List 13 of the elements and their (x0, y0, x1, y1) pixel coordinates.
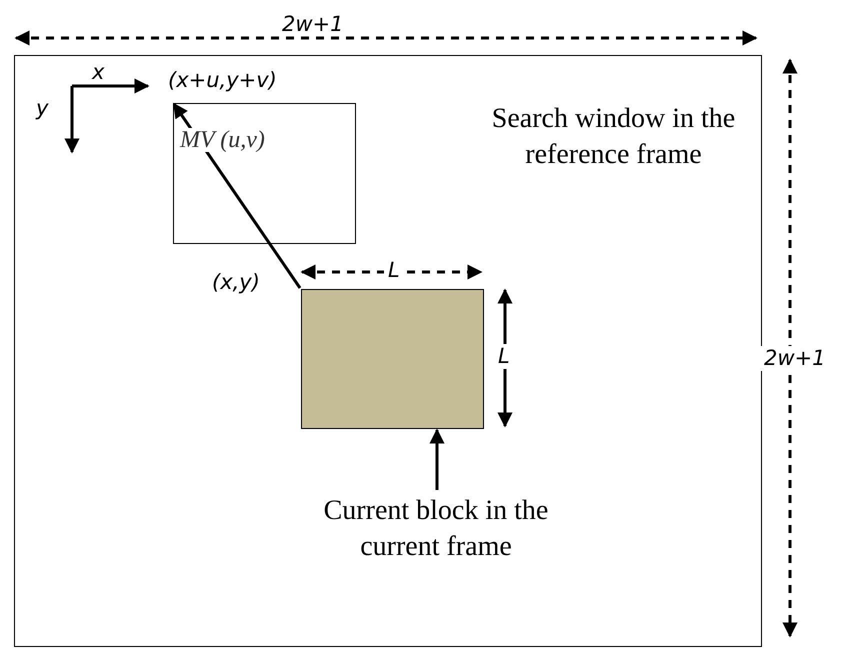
coordinate-label: (x+u,y+v) (168, 70, 277, 91)
axis-label: y (36, 98, 48, 119)
dimension-label: 2w+1 (282, 14, 344, 35)
arrow (430, 428, 444, 490)
caption-text: Current block in the current frame (291, 493, 581, 573)
arrow (172, 102, 302, 289)
search-window-frame (14, 55, 762, 647)
reference-block (173, 103, 356, 244)
current-block (301, 289, 484, 429)
axis-label: x (92, 62, 104, 83)
coordinate-label: (x,y) (212, 272, 260, 293)
edge-label: MV (u,v) (180, 128, 265, 152)
search-window-label: Search window in the reference frame (490, 102, 736, 172)
